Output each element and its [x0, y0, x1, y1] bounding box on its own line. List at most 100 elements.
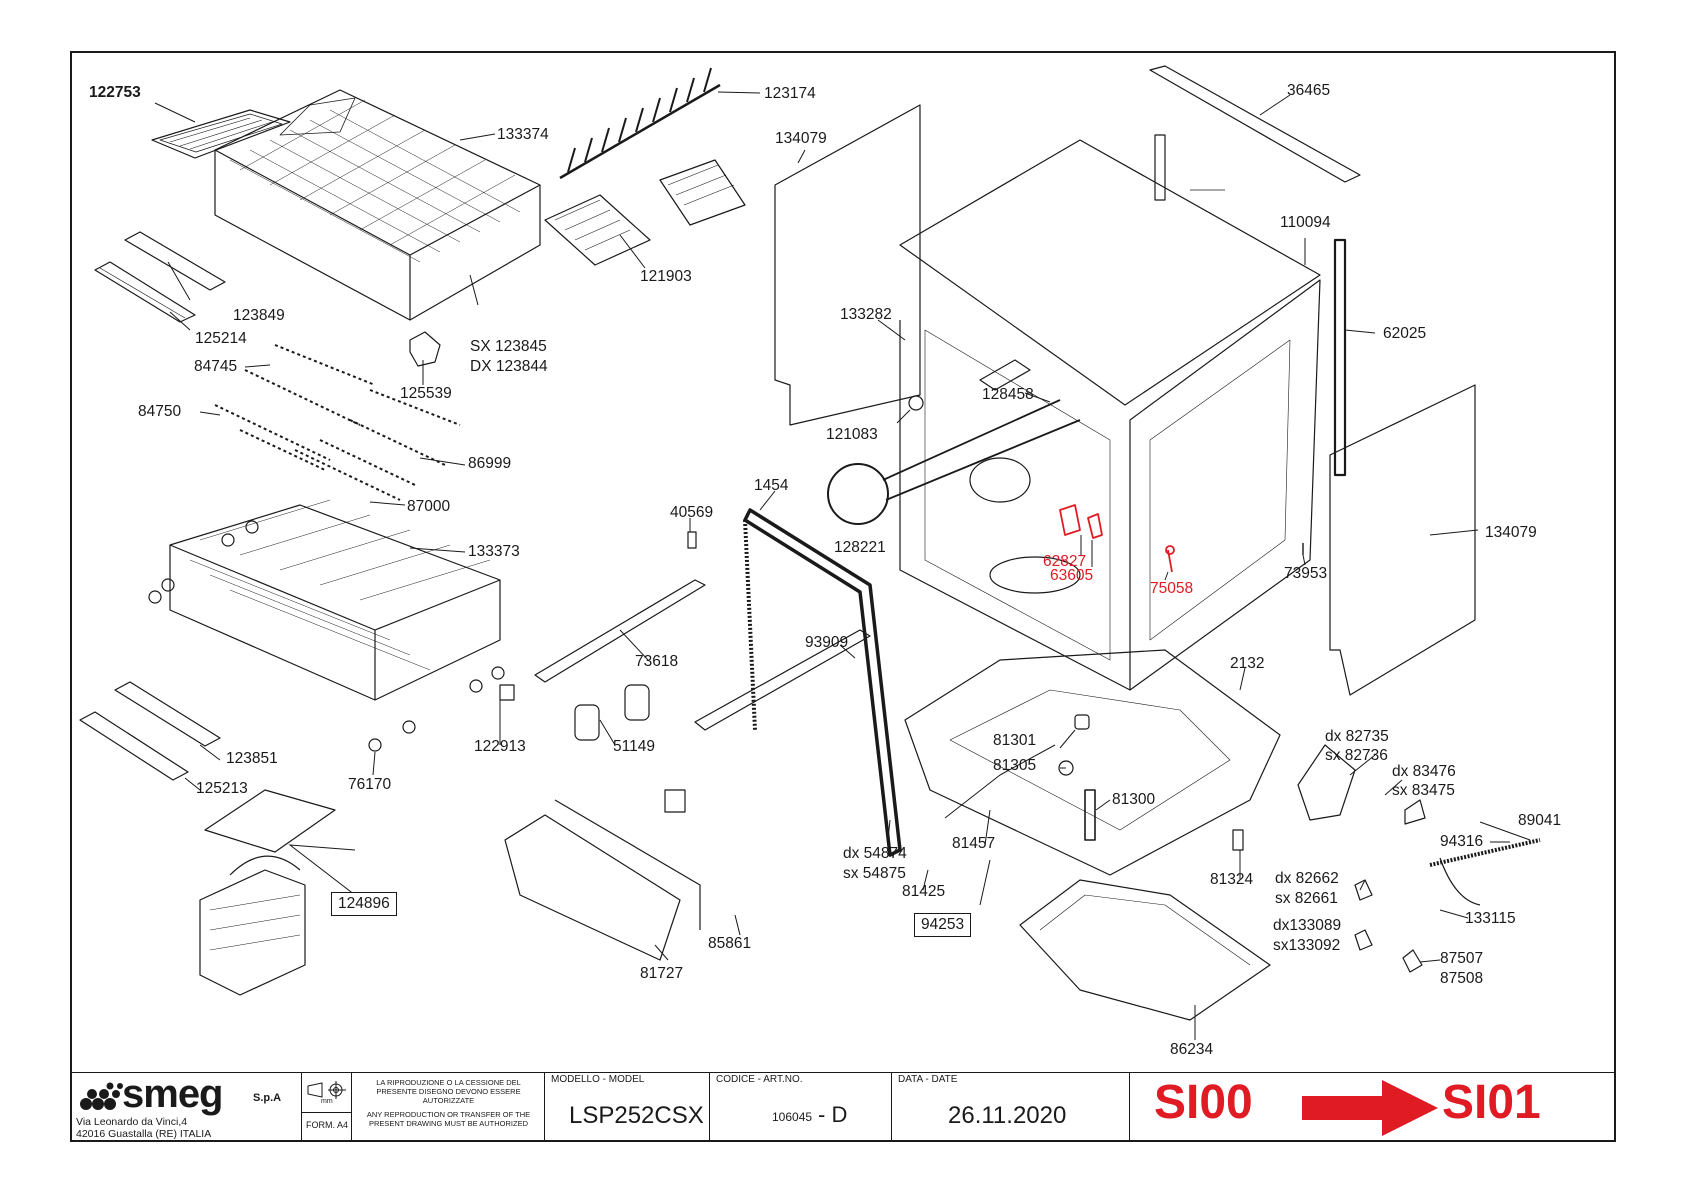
- model-caption: MODELLO - MODEL: [551, 1074, 645, 1085]
- part-label: 84745: [194, 358, 238, 375]
- part-label: 87000: [407, 498, 451, 515]
- part-label: dx 83476: [1392, 763, 1456, 780]
- door-panel-part: [504, 799, 701, 961]
- part-label: 81305: [993, 757, 1037, 774]
- part-label: 84750: [138, 403, 182, 420]
- code-revision: - D: [818, 1102, 848, 1127]
- unit-mm: mm: [321, 1098, 333, 1105]
- part-label: 86999: [468, 455, 512, 472]
- door-gasket-part: [743, 508, 902, 857]
- part-label: 89041: [1518, 812, 1562, 829]
- drawing-sheet-border: [70, 51, 1616, 1142]
- part-label: 123851: [226, 750, 278, 767]
- part-label: 81727: [640, 965, 684, 982]
- part-label: 81425: [902, 883, 946, 900]
- part-label: 122753: [89, 84, 141, 101]
- code-caption: CODICE - ART.NO.: [716, 1074, 803, 1085]
- address-line-1: Via Leonardo da Vinci,4: [76, 1116, 188, 1128]
- part-label: sx 82661: [1275, 890, 1338, 907]
- part-label: dx 82735: [1325, 728, 1389, 745]
- part-label: 73618: [635, 653, 679, 670]
- part-label: 134079: [1485, 524, 1537, 541]
- part-label: 134079: [775, 130, 827, 147]
- smeg-dots-logo: [80, 1082, 123, 1110]
- pump-parts: [944, 714, 1244, 851]
- part-label: sx 82736: [1325, 747, 1388, 764]
- lower-basket-part: [148, 499, 505, 752]
- part-label: 94316: [1440, 833, 1484, 850]
- part-label-boxed: 124896: [331, 892, 397, 916]
- date-cell: DATA - DATE 26.11.2020: [892, 1072, 1130, 1140]
- part-label: 125539: [400, 385, 452, 402]
- cutlery-tray-part: [151, 109, 291, 159]
- part-label-red: 62827: [1043, 553, 1087, 570]
- part-label: 81324: [1210, 871, 1254, 888]
- basket-handle-parts: [94, 231, 226, 323]
- revision-from: SI00: [1154, 1076, 1253, 1129]
- tine-row-parts: [214, 344, 461, 501]
- part-label-boxed: 94253: [914, 913, 972, 937]
- notice-english: ANY REPRODUCTION OR TRANSFER OF THE PRES…: [366, 1110, 531, 1128]
- model-value: LSP252CSX: [569, 1102, 704, 1129]
- date-caption: DATA - DATE: [898, 1074, 958, 1085]
- part-label: 133282: [840, 306, 892, 323]
- part-label: 40569: [670, 504, 714, 521]
- cutlery-basket-part: [199, 789, 336, 996]
- part-label: sx133092: [1273, 937, 1341, 954]
- upper-basket-part: [214, 89, 541, 321]
- detail-callout-circle: [827, 463, 889, 525]
- part-label: SX 123845: [470, 338, 547, 355]
- part-label: 133374: [497, 126, 549, 143]
- base-part: [904, 649, 1281, 876]
- code-cell: CODICE - ART.NO. 106045 - D: [710, 1072, 892, 1140]
- part-label: 73953: [1284, 565, 1328, 582]
- notice-italian: LA RIPRODUZIONE O LA CESSIONE DEL PRESEN…: [376, 1078, 521, 1105]
- title-block: smeg S.p.A Via Leonardo da Vinci,4 42016…: [70, 1072, 1616, 1142]
- part-label: 1454: [754, 477, 789, 494]
- company-cell: smeg S.p.A Via Leonardo da Vinci,4 42016…: [70, 1072, 302, 1140]
- revision-arrow-icon: [1302, 1080, 1438, 1136]
- part-label: 133373: [468, 543, 520, 560]
- projection-symbol-icon: [307, 1081, 346, 1099]
- clip-part: [409, 331, 441, 367]
- part-label: 93909: [805, 634, 849, 651]
- cup-shelf-part: [544, 159, 746, 266]
- part-label: 123849: [233, 307, 285, 324]
- part-label: 51149: [613, 738, 655, 755]
- part-label: 87508: [1440, 970, 1484, 987]
- part-label: 81301: [993, 732, 1037, 749]
- hinge-parts: [1297, 744, 1541, 973]
- part-label-red: 75058: [1150, 580, 1194, 597]
- part-label: DX 123844: [470, 358, 548, 375]
- part-label: 128458: [982, 386, 1034, 403]
- part-label: 85861: [708, 935, 752, 952]
- part-label: 125214: [195, 330, 247, 347]
- leader-lines: [154, 91, 1531, 1040]
- part-label: dx 54874: [843, 845, 907, 862]
- part-label: 133115: [1465, 910, 1516, 927]
- part-label: sx 83475: [1392, 782, 1455, 799]
- model-cell: MODELLO - MODEL LSP252CSX: [545, 1072, 710, 1140]
- part-label: 110094: [1280, 214, 1331, 231]
- part-label: 76170: [348, 776, 392, 793]
- part-label: 121903: [640, 268, 692, 285]
- rail-parts: [499, 531, 871, 813]
- side-panel-parts: [774, 104, 1476, 696]
- part-label: 122913: [474, 738, 526, 755]
- part-label: 62025: [1383, 325, 1427, 342]
- highlighted-red-parts: [1059, 504, 1175, 573]
- notice-cell: LA RIPRODUZIONE O LA CESSIONE DEL PRESEN…: [352, 1072, 545, 1140]
- part-label: 36465: [1287, 82, 1331, 99]
- part-label: 121083: [826, 426, 878, 443]
- tub-cabinet-part: [899, 139, 1321, 691]
- part-label-red: 63605: [1050, 567, 1094, 584]
- part-label: 87507: [1440, 950, 1484, 967]
- part-label: dx133089: [1273, 917, 1342, 934]
- tine-rack-part: [559, 67, 721, 180]
- part-label: 125213: [196, 780, 248, 797]
- brand-name: smeg: [122, 1072, 223, 1116]
- code-number: 106045: [772, 1110, 813, 1124]
- frame-parts: [1149, 65, 1361, 477]
- address-line-2: 42016 Guastalla (RE) ITALIA: [76, 1128, 212, 1140]
